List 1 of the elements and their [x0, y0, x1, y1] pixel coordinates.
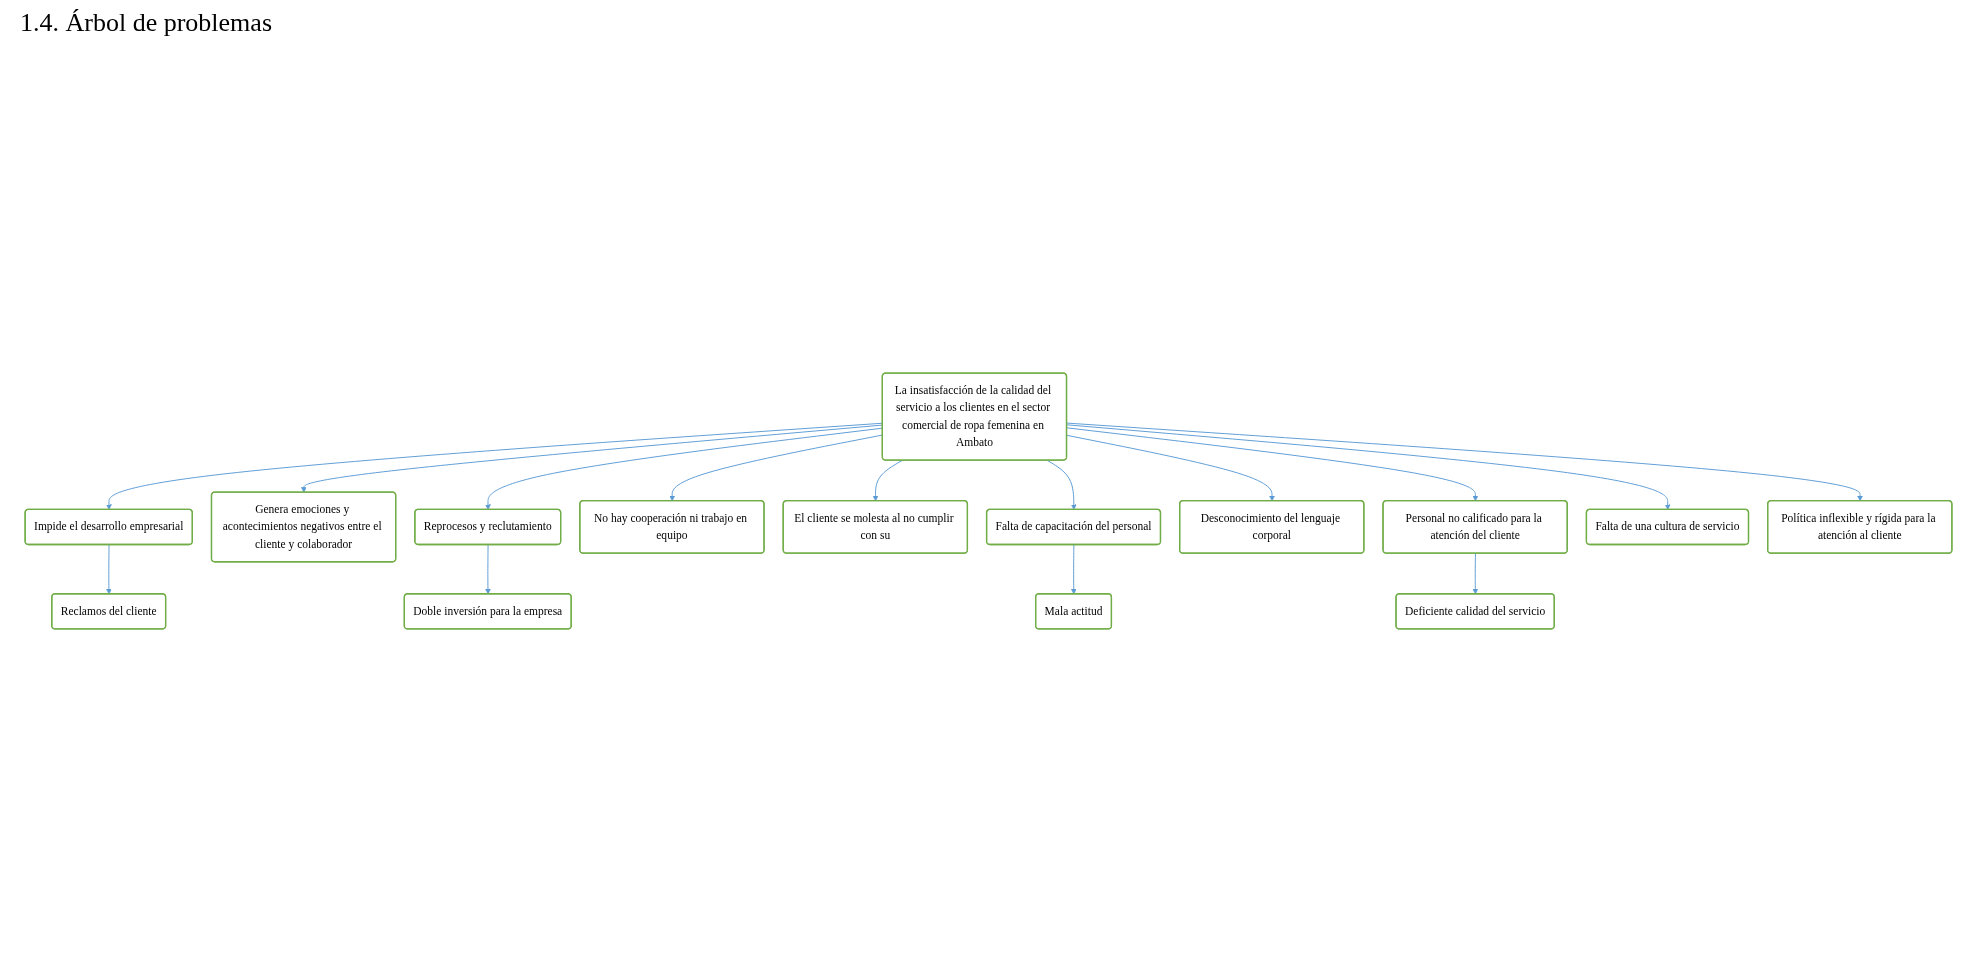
- diagram-title: 1.4. Árbol de problemas: [20, 8, 273, 38]
